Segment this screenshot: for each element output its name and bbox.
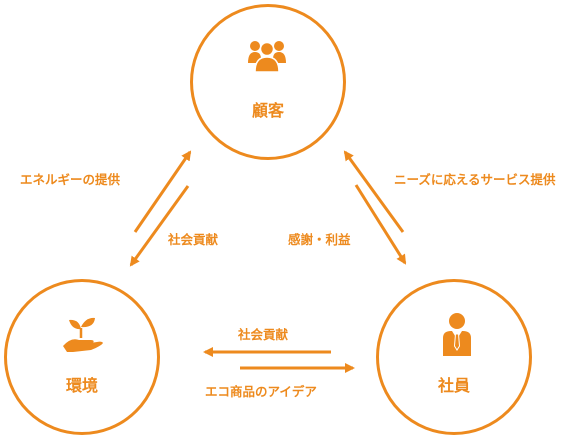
label-eco-product-ideas: エコ商品のアイデア: [205, 384, 317, 399]
label-social-contribution-left: 社会貢献: [168, 232, 219, 247]
hand-holding-sprout-icon: [63, 317, 103, 352]
environment-label: 環境: [65, 376, 98, 395]
arrow-env-to-customer: [133, 150, 192, 233]
label-energy-supply: エネルギーの提供: [20, 172, 121, 187]
arrow-employee-to-customer: [343, 150, 405, 233]
label-social-contribution-bottom: 社会貢献: [238, 327, 289, 342]
label-needs-service: ニーズに応えるサービス提供: [394, 172, 556, 187]
person-with-tie-icon: [443, 313, 471, 356]
environment-node: 環境: [4, 279, 160, 435]
customer-label: 顧客: [251, 101, 284, 120]
employee-node: 社員: [376, 279, 532, 435]
arrow-customer-to-employee: [354, 184, 407, 265]
employee-label: 社員: [437, 376, 470, 395]
people-group-icon: [248, 41, 286, 73]
label-gratitude-profit: 感謝・利益: [288, 232, 351, 247]
customer-node: 顧客: [190, 4, 346, 160]
arrow-customer-to-env: [129, 185, 190, 267]
